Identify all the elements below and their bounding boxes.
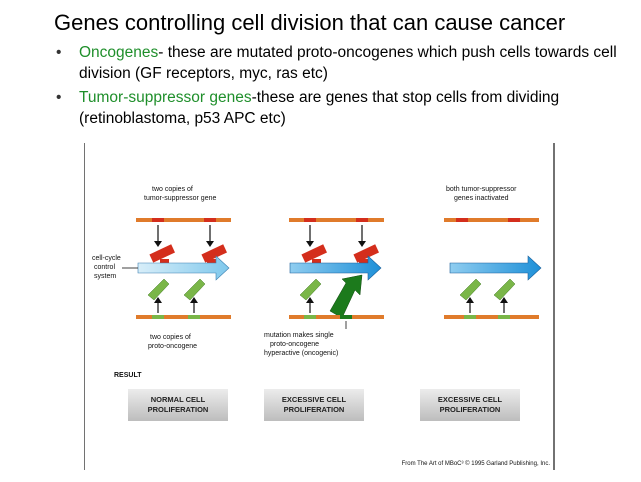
hyperactive-oncogene-protein xyxy=(329,274,363,319)
gene-arrow-head xyxy=(154,297,162,303)
suppressor-gene-segment xyxy=(356,218,368,222)
oncogene-protein xyxy=(183,278,206,301)
gene-arrow-head xyxy=(206,241,214,247)
label-mutation-3: hyperactive (oncogenic) xyxy=(264,350,338,357)
gene-arrow-head xyxy=(466,297,474,303)
suppressor-gene-bar xyxy=(444,218,539,222)
suppressor-gene-segment xyxy=(204,218,216,222)
proto-oncogene-segment xyxy=(304,315,316,319)
gene-arrow-head xyxy=(190,297,198,303)
bullet-dot: • xyxy=(56,44,62,61)
label-cell-cycle-2: control xyxy=(94,264,115,271)
slide-title: Genes controlling cell division that can… xyxy=(54,10,566,35)
oncogene-protein xyxy=(299,278,322,301)
cell-cycle-arrow-excessive xyxy=(289,255,382,281)
panel-normal: two copies of tumor-suppressor gene cell… xyxy=(92,186,231,421)
result-box-oncogene xyxy=(264,389,364,421)
gene-arrow-head xyxy=(306,297,314,303)
label-both-inactivated-2: genes inactivated xyxy=(454,195,509,202)
label-two-copies-suppressor-2: tumor-suppressor gene xyxy=(144,195,216,202)
result-suppressor-line2: PROLIFERATION xyxy=(440,405,501,414)
oncogene-protein xyxy=(147,278,170,301)
suppressor-gene-segment xyxy=(152,218,164,222)
result-oncogene-line2: PROLIFERATION xyxy=(284,405,345,414)
gene-arrow-head xyxy=(500,297,508,303)
oncogene-protein xyxy=(493,278,516,301)
label-cell-cycle-1: cell-cycle xyxy=(92,255,121,262)
suppressor-protein xyxy=(301,244,327,263)
label-two-copies-proto-1: two copies of xyxy=(150,334,191,341)
cell-cycle-arrow-excessive xyxy=(449,255,542,281)
label-both-inactivated-1: both tumor-suppressor xyxy=(446,186,517,193)
figure-svg: two copies of tumor-suppressor gene cell… xyxy=(84,143,555,470)
result-suppressor-line1: EXCESSIVE CELL xyxy=(438,395,503,404)
proto-oncogene-segment xyxy=(152,315,164,319)
suppressor-protein xyxy=(149,244,175,263)
oncogenes-term: Oncogenes xyxy=(79,44,159,61)
cell-division-figure: two copies of tumor-suppressor gene cell… xyxy=(84,143,555,470)
gene-arrow-head xyxy=(154,241,162,247)
result-oncogene-line1: EXCESSIVE CELL xyxy=(282,395,347,404)
cell-cycle-arrow-normal xyxy=(137,255,230,281)
result-normal-line2: PROLIFERATION xyxy=(148,405,209,414)
bullet-dot: • xyxy=(56,89,62,106)
result-box-suppressor xyxy=(420,389,520,421)
label-two-copies-proto-2: proto-oncogene xyxy=(148,343,197,350)
label-mutation-1: mutation makes single xyxy=(264,332,334,339)
panel-oncogene: mutation makes single proto-oncogene hyp… xyxy=(264,218,384,421)
tumor-suppressor-term: Tumor-suppressor genes xyxy=(79,89,252,106)
proto-oncogene-segment xyxy=(498,315,510,319)
figure-credit: From The Art of MBoC³ © 1995 Garland Pub… xyxy=(402,460,551,467)
result-box-normal xyxy=(128,389,228,421)
proto-oncogene-bar xyxy=(136,315,231,319)
oncogene-segment xyxy=(340,315,352,319)
result-normal-line1: NORMAL CELL xyxy=(151,395,206,404)
oncogene-protein xyxy=(459,278,482,301)
suppressor-protein xyxy=(353,244,379,263)
suppressor-gene-segment xyxy=(304,218,316,222)
bullet-oncogenes: • Oncogenes- these are mutated proto-onc… xyxy=(56,42,626,84)
suppressor-gene-bar xyxy=(136,218,231,222)
proto-oncogene-segment xyxy=(188,315,200,319)
label-two-copies-suppressor-1: two copies of xyxy=(152,186,193,193)
label-result: RESULT xyxy=(114,372,142,379)
proto-oncogene-segment xyxy=(464,315,476,319)
panel-suppressor-inactivated: both tumor-suppressor genes inactivated … xyxy=(420,186,542,421)
gene-arrow-head xyxy=(306,241,314,247)
bullet-list: • Oncogenes- these are mutated proto-onc… xyxy=(56,42,626,132)
suppressor-gene-bar xyxy=(289,218,384,222)
label-mutation-2: proto-oncogene xyxy=(270,341,319,348)
tumor-suppressor-description: -these are genes that stop cells from di… xyxy=(79,89,560,127)
suppressor-gene-segment xyxy=(456,218,468,222)
gene-arrow-head xyxy=(358,241,366,247)
oncogenes-description: - these are mutated proto-oncogenes whic… xyxy=(79,44,617,82)
proto-oncogene-bar xyxy=(444,315,539,319)
suppressor-protein xyxy=(201,244,227,263)
suppressor-gene-segment xyxy=(508,218,520,222)
bullet-tumor-suppressor: • Tumor-suppressor genes-these are genes… xyxy=(56,87,626,129)
proto-oncogene-bar xyxy=(289,315,384,319)
label-cell-cycle-3: system xyxy=(94,273,116,280)
